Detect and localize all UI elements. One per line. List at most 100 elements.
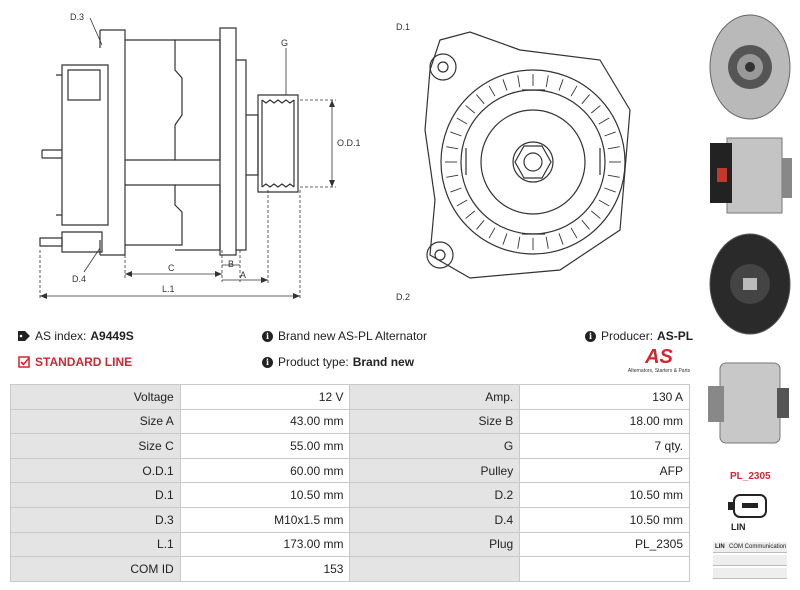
product-type: i Product type: Brand new xyxy=(262,355,414,369)
vent-slot xyxy=(604,131,616,137)
product-photos xyxy=(700,0,800,590)
vent-slot xyxy=(465,105,476,114)
front-vents xyxy=(445,74,621,250)
as-logo: AS Alternators, Starters & Parts xyxy=(624,346,694,382)
spec-value: 43.00 mm xyxy=(179,408,351,435)
vent-slot xyxy=(607,174,620,178)
vent-slot xyxy=(570,85,578,97)
spec-value: 12 V xyxy=(179,384,351,410)
vent-slot xyxy=(598,117,610,125)
spec-label: D.2 xyxy=(349,482,521,508)
label-b: B xyxy=(228,259,235,269)
label-l1: L.1 xyxy=(162,284,175,294)
vent-slot xyxy=(581,94,590,105)
vent-slot xyxy=(488,227,496,239)
spec-value xyxy=(519,556,690,582)
vent-slot xyxy=(558,79,564,91)
vent-slot xyxy=(517,75,521,88)
plug-connector-icon xyxy=(728,494,767,518)
spec-value: 173.00 mm xyxy=(179,531,351,558)
producer-label: Producer: xyxy=(601,329,654,343)
info-icon: i xyxy=(262,330,273,342)
vent-slot xyxy=(502,79,508,91)
label-d3: D.3 xyxy=(70,12,85,22)
pin-value: COM Communication xyxy=(729,544,787,550)
vent-slot xyxy=(545,75,549,88)
product-type-value: Brand new xyxy=(352,355,415,369)
pin-row xyxy=(713,568,787,579)
as-index-label: AS index: xyxy=(35,329,87,343)
spec-value: 10.50 mm xyxy=(179,482,351,508)
plug-code: PL_2305 xyxy=(730,471,771,482)
vent-slot xyxy=(446,174,459,178)
spec-value: M10x1.5 mm xyxy=(179,506,351,533)
vent-slot xyxy=(465,210,476,219)
technical-drawing: D.3 G O.D.1 D.4 C B A L.1 D.1 D.2 xyxy=(0,0,700,320)
description: i Brand new AS-PL Alternator xyxy=(262,329,427,343)
spec-value: 18.00 mm xyxy=(519,408,690,435)
spec-label: Size C xyxy=(10,433,181,459)
spec-label: O.D.1 xyxy=(10,457,181,484)
spec-label: G xyxy=(349,433,521,459)
spec-value: 7 qty. xyxy=(519,433,690,459)
alternator-drawing-svg xyxy=(39,17,631,300)
as-logo-mark: AS xyxy=(645,346,673,368)
producer: i Producer: AS-PL xyxy=(585,329,693,343)
spec-label: Size B xyxy=(349,408,521,435)
spec-label: D.4 xyxy=(349,506,521,533)
spec-label: D.3 xyxy=(10,506,181,533)
spec-value: 60.00 mm xyxy=(179,457,351,484)
spec-value: AFP xyxy=(519,457,690,484)
spec-label: D.1 xyxy=(10,482,181,508)
vent-slot xyxy=(476,94,485,105)
side-view xyxy=(39,27,299,256)
vent-slot xyxy=(502,233,508,245)
spec-label: COM ID xyxy=(10,556,181,582)
spec-value: 130 A xyxy=(519,384,690,410)
check-square-icon xyxy=(18,356,30,368)
tag-icon xyxy=(18,331,30,341)
vent-slot xyxy=(558,233,564,245)
info-icon: i xyxy=(262,356,273,368)
label-g: G xyxy=(281,38,289,48)
spec-label: Amp. xyxy=(349,384,521,410)
spec-label: Size A xyxy=(10,408,181,435)
as-index-value: A9449S xyxy=(90,329,134,343)
vent-slot xyxy=(517,236,521,249)
vent-slot xyxy=(456,117,468,125)
vent-slot xyxy=(476,219,485,230)
standard-line-text: STANDARD LINE xyxy=(35,355,133,369)
spec-value: 10.50 mm xyxy=(519,506,690,533)
photo-side-view xyxy=(710,137,792,214)
vent-slot xyxy=(590,210,601,219)
vent-slot xyxy=(488,85,496,97)
as-logo-tagline: Alternators, Starters & Parts xyxy=(627,368,691,374)
spec-value: 55.00 mm xyxy=(179,433,351,459)
spec-label: Voltage xyxy=(10,384,181,410)
vent-slot xyxy=(446,146,459,150)
spec-value: 153 xyxy=(179,556,351,582)
standard-line: STANDARD LINE xyxy=(18,355,132,369)
vent-slot xyxy=(607,146,620,150)
spec-label xyxy=(349,556,521,582)
product-info: AS index: A9449S i Brand new AS-PL Alter… xyxy=(0,324,700,384)
vent-slot xyxy=(450,187,462,193)
label-c: C xyxy=(168,263,175,273)
vent-slot xyxy=(450,131,462,137)
photo-rear-view xyxy=(709,233,791,335)
pin-row xyxy=(713,555,787,566)
as-index: AS index: A9449S xyxy=(18,329,134,343)
front-view xyxy=(424,31,631,279)
product-type-label: Product type: xyxy=(278,355,349,369)
dimension-arrows xyxy=(40,100,335,299)
spec-value: PL_2305 xyxy=(519,531,690,558)
label-d2: D.2 xyxy=(396,292,411,302)
